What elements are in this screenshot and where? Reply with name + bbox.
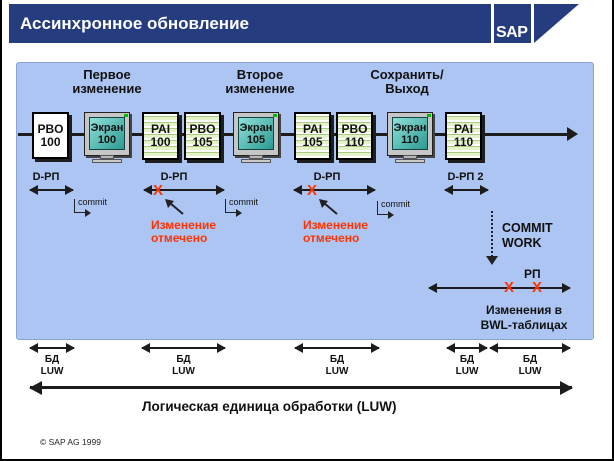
down-arrowhead-icon <box>486 256 498 265</box>
db-luw-marker-3: БД LUW <box>294 343 380 378</box>
diagram-panel <box>16 62 594 340</box>
db-luw-marker-4: БД LUW <box>446 343 488 378</box>
power-led-icon <box>124 114 128 117</box>
commit-arrowhead-icon <box>388 211 394 219</box>
change-marked-note-1: Изменение отмечено <box>151 218 217 245</box>
d-rp-2-label: D-РП 2 <box>447 171 484 183</box>
change-x-mark-1: X <box>153 182 164 199</box>
d-rp-span-arrow-1 <box>29 185 74 195</box>
rp-x-mark-1: X <box>504 279 515 296</box>
phase-label-first-change: Первое изменение <box>72 67 142 96</box>
db-luw-marker-1: БД LUW <box>29 343 75 378</box>
commit-mark-1: commit <box>74 197 114 217</box>
d-rp-span-arrow-2 <box>143 185 225 195</box>
d-rp-label-2: D-РП <box>160 171 188 183</box>
pointer-arrow-icon <box>319 199 338 215</box>
commit-work-label: COMMIT WORK <box>502 221 553 250</box>
d-rp-2-span-arrow <box>444 185 489 195</box>
change-x-mark-2: X <box>307 182 318 199</box>
change-marked-note-2: Изменение отмечено <box>303 218 369 245</box>
bwl-tables-note: Изменения в BWL-таблицах <box>480 303 568 332</box>
commit-mark-3: commit <box>377 199 417 219</box>
commit-mark-2: commit <box>225 197 265 217</box>
page-title: Ассинхронное обновление <box>20 14 249 33</box>
d-rp-span-arrow-3 <box>293 185 376 195</box>
sap-logo-text: SAP <box>496 24 528 41</box>
d-rp-label-3: D-РП <box>313 171 341 183</box>
power-led-icon <box>427 114 431 117</box>
power-led-icon <box>273 114 277 117</box>
db-luw-marker-2: БД LUW <box>141 343 226 378</box>
rp-label: РП <box>524 267 541 281</box>
rp-span-arrow <box>428 283 571 293</box>
pointer-arrow-icon <box>165 199 184 215</box>
rp-x-mark-2: X <box>532 279 543 296</box>
flow-arrowhead-icon <box>567 127 578 141</box>
d-rp-label-1: D-РП <box>32 171 60 183</box>
sap-logo-wedge <box>534 4 579 43</box>
phase-label-save-exit: Сохранить/ Выход <box>370 67 444 96</box>
commit-arrowhead-icon <box>236 209 242 217</box>
sap-logo: SAP <box>494 4 531 43</box>
db-luw-marker-5: БД LUW <box>489 343 571 378</box>
luw-span-arrow <box>29 381 573 395</box>
commit-work-dotted-line <box>491 211 493 257</box>
copyright-text: © SAP AG 1999 <box>40 437 101 447</box>
title-bar: Ассинхронное обновление <box>9 4 491 43</box>
phase-label-second-change: Второе изменение <box>225 67 295 96</box>
luw-caption: Логическая единица обработки (LUW) <box>142 399 397 414</box>
commit-arrowhead-icon <box>85 209 91 217</box>
